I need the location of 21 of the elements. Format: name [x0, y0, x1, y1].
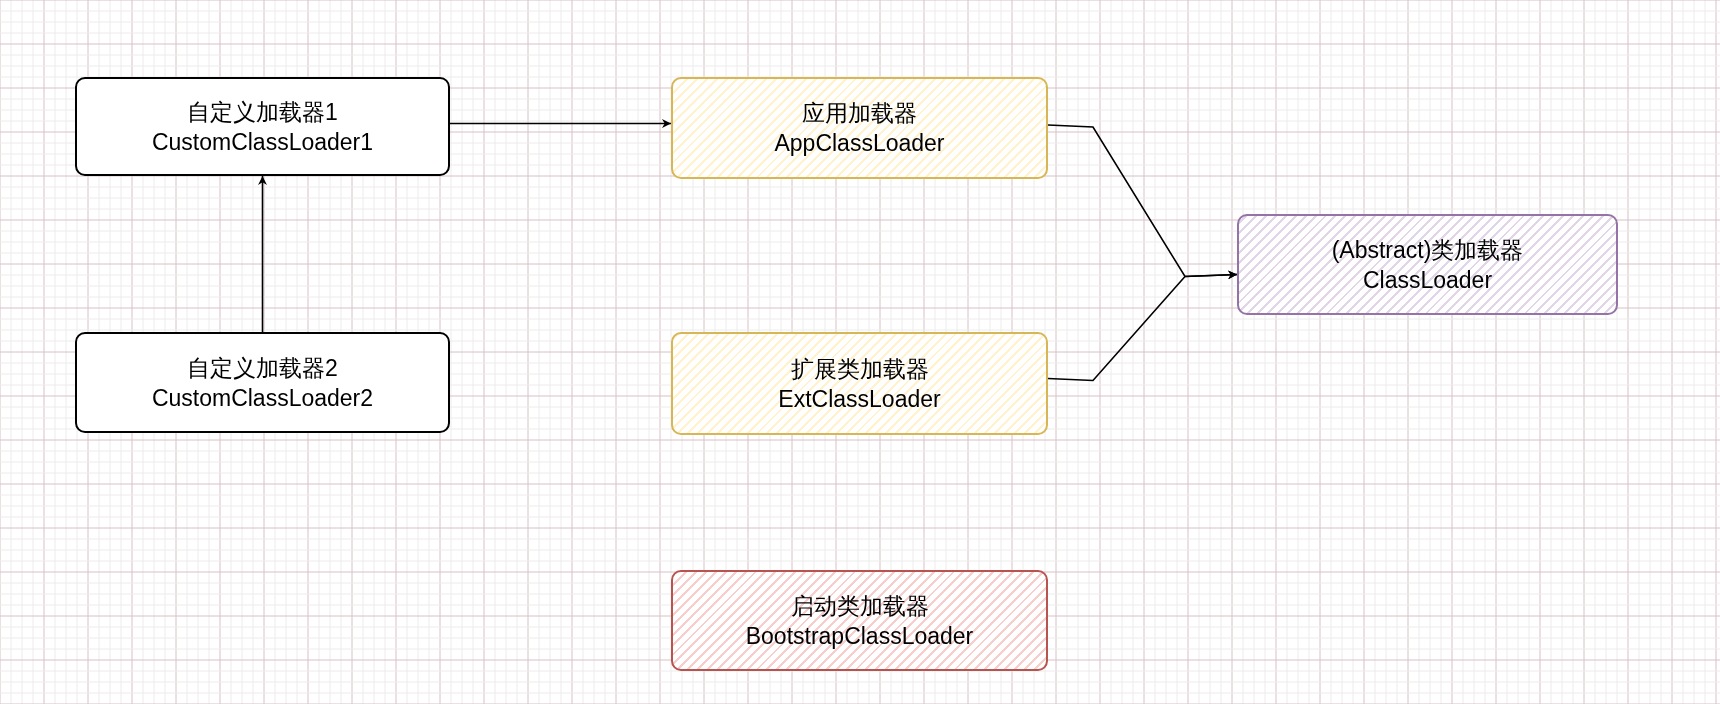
node-title: 启动类加载器: [790, 591, 929, 621]
process-box: [671, 570, 1048, 671]
node-title: 应用加载器: [802, 99, 917, 128]
node-title: 自定义加载器1: [187, 97, 338, 127]
process-box: [75, 332, 450, 433]
process-box: [1237, 214, 1618, 315]
node-title: 自定义加载器2: [187, 353, 338, 383]
process-box: [671, 77, 1048, 179]
node-label: AppClassLoader: [774, 129, 945, 158]
node-label: CustomClassLoader2: [151, 383, 374, 413]
node-label: ClassLoader: [1362, 265, 1493, 295]
node-title: (Abstract)类加载器: [1331, 235, 1524, 265]
node-title: 扩展类加载器: [790, 354, 929, 384]
arrow: [1047, 270, 1238, 382]
node-label: ExtClassLoader: [778, 384, 941, 414]
process-box: [671, 332, 1048, 435]
arrow: [258, 175, 267, 333]
node-label: BootstrapClassLoader: [745, 621, 974, 651]
arrow: [449, 119, 672, 128]
process-box: [75, 77, 450, 176]
node-label: CustomClassLoader1: [151, 127, 374, 157]
